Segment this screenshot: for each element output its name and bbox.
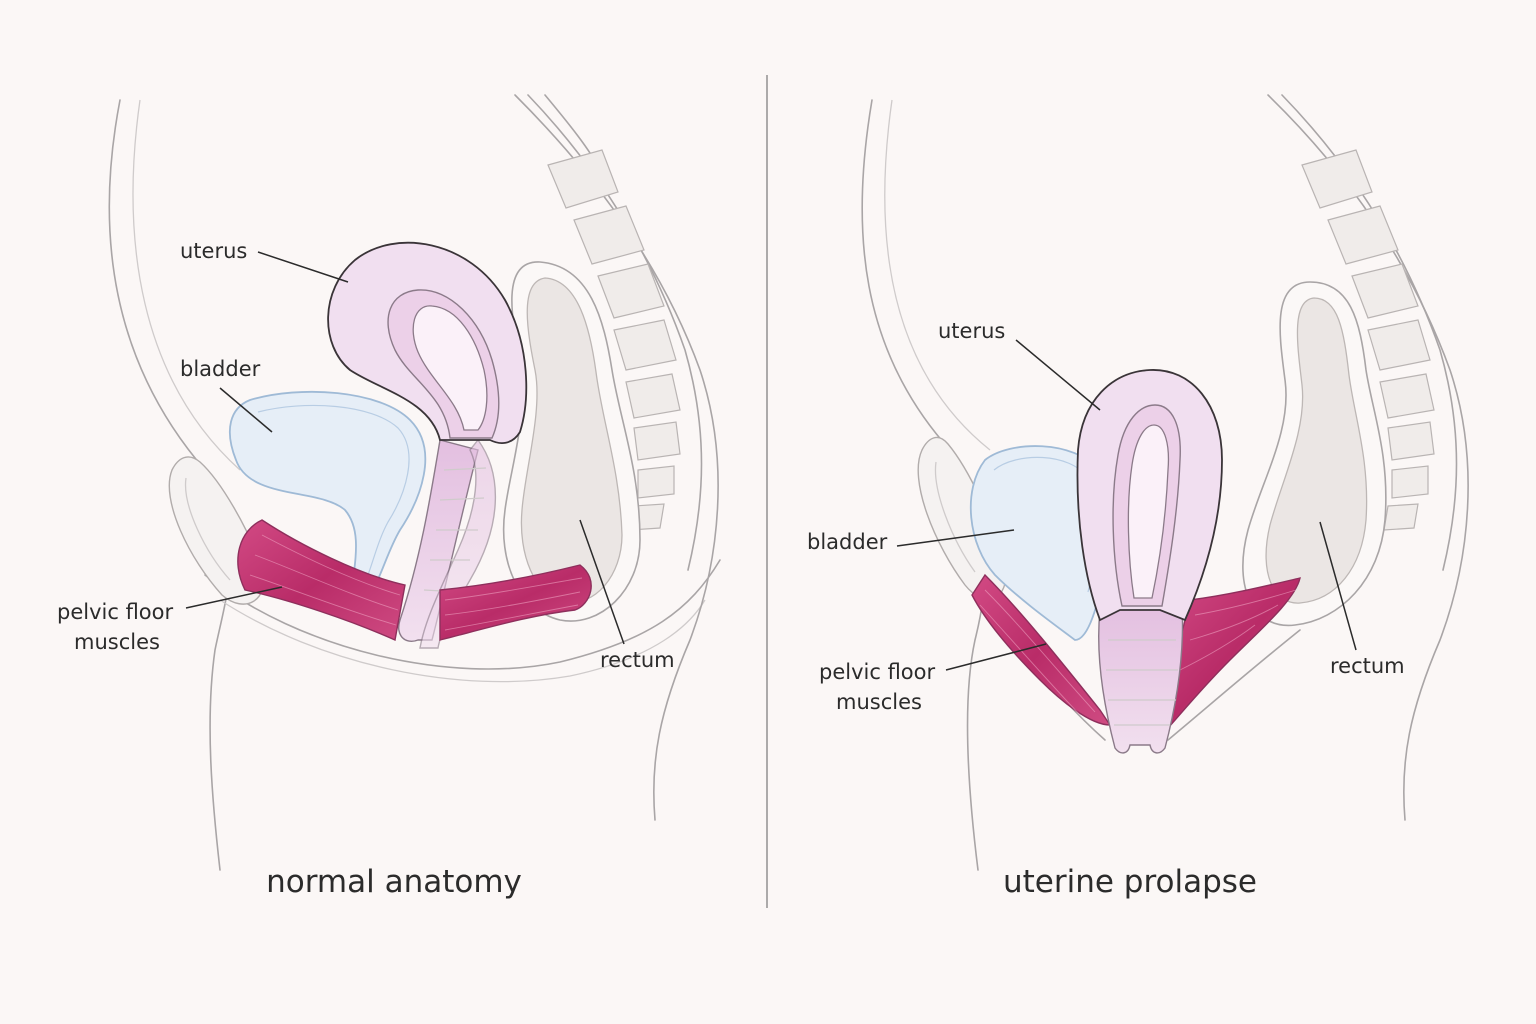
- label-pelvic-floor-prolapse-line1: pelvic floor: [819, 660, 935, 684]
- perineum-inner-line: [219, 599, 706, 683]
- uterus: [327, 241, 528, 444]
- label-uterus-normal: uterus: [180, 239, 247, 263]
- uterus-prolapse: [1076, 369, 1223, 622]
- rectum-prolapse: [1242, 281, 1387, 627]
- label-bladder-prolapse: bladder: [807, 530, 888, 554]
- leader-rectum-normal: [579, 519, 625, 645]
- abdomen-inner-line-prolapse: [884, 99, 991, 451]
- caption-uterine-prolapse: uterine prolapse: [1003, 864, 1257, 900]
- label-pelvic-floor-prolapse-line2: muscles: [836, 690, 922, 714]
- label-pelvic-floor-normal-line2: muscles: [74, 630, 160, 654]
- back-outline-prolapse: [1267, 94, 1469, 821]
- leader-rectum-prolapse: [1319, 521, 1357, 651]
- panel-normal-anatomy: uterus bladder pelvic floor muscles rect…: [57, 94, 721, 900]
- vagina-prolapse: [1097, 604, 1184, 754]
- leader-pelvic-floor-normal: [185, 586, 283, 609]
- panel-uterine-prolapse: uterus bladder pelvic floor muscles rect…: [807, 94, 1469, 900]
- leader-bladder-prolapse: [896, 529, 1015, 547]
- back-outline: [514, 94, 719, 821]
- spine-prolapse: [1281, 94, 1458, 571]
- label-bladder-normal: bladder: [180, 357, 261, 381]
- vagina: [398, 438, 497, 649]
- caption-normal-anatomy: normal anatomy: [266, 864, 522, 900]
- leader-uterus-normal: [257, 251, 349, 283]
- label-rectum-prolapse: rectum: [1330, 654, 1405, 678]
- leader-pelvic-floor-prolapse: [945, 643, 1047, 671]
- spine: [527, 94, 703, 571]
- leader-uterus-prolapse: [1015, 339, 1101, 411]
- label-pelvic-floor-normal-line1: pelvic floor: [57, 600, 173, 624]
- pelvic-floor-muscles: [237, 519, 592, 642]
- label-rectum-normal: rectum: [600, 648, 675, 672]
- perineum-outline: [204, 559, 721, 670]
- leader-bladder-normal: [219, 387, 273, 433]
- abdomen-inner-line: [132, 99, 241, 471]
- label-uterus-prolapse: uterus: [938, 319, 1005, 343]
